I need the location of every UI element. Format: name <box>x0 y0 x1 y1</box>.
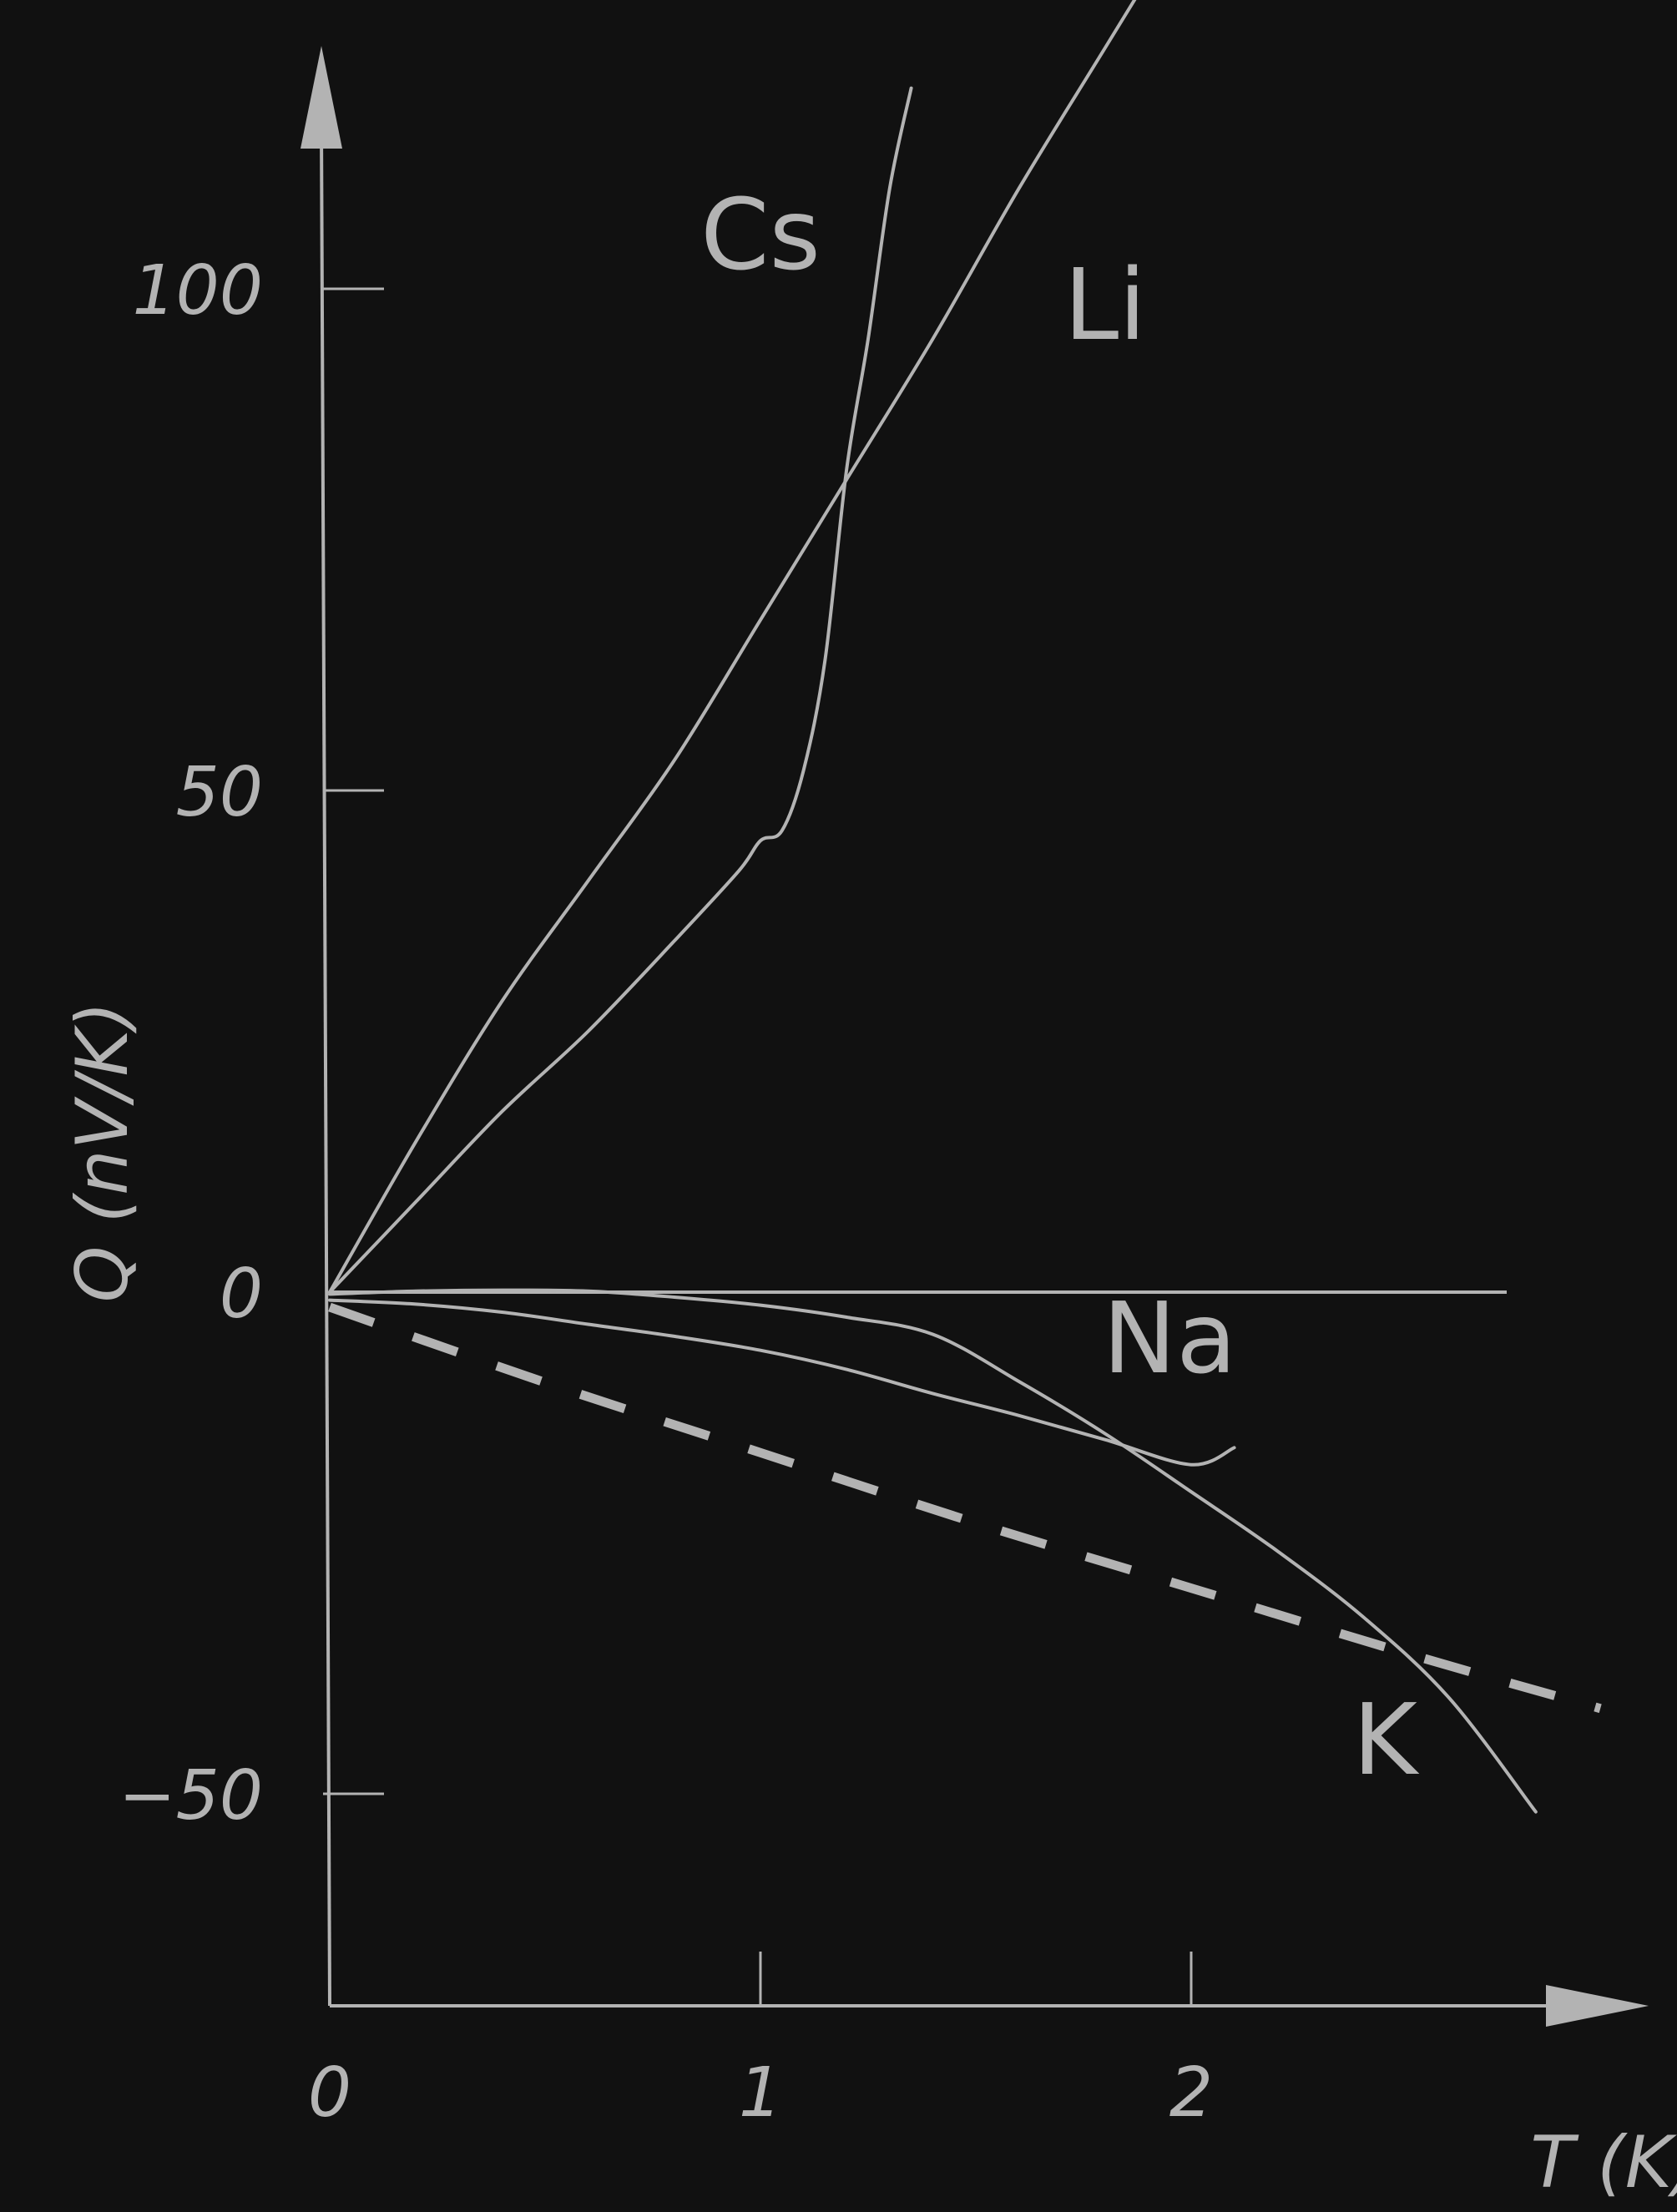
x-tick-label: 0 <box>308 2053 351 2133</box>
x-axis-label: T (K) <box>1530 2121 1677 2204</box>
series-line-cs <box>328 86 913 1294</box>
series-line-li <box>328 0 1137 1294</box>
y-axis-label: Q (nV/K) <box>61 1002 144 1303</box>
x-tick-label: 2 <box>1169 2053 1213 2133</box>
series-line-na <box>328 1298 1236 1467</box>
series-line-k <box>328 1288 1538 1814</box>
y-tick-label: −50 <box>119 1756 263 1836</box>
x-tick-label: 1 <box>739 2053 782 2133</box>
ticks: 100 50 0 −50 0 1 2 <box>119 251 1213 2133</box>
series-label: K <box>1353 1682 1420 1797</box>
series-layer <box>328 0 1602 1814</box>
series-label: Cs <box>700 177 821 292</box>
y-tick-label: 0 <box>220 1255 263 1334</box>
series-line-dashed <box>328 1302 1602 1714</box>
y-tick-label: 50 <box>176 753 263 832</box>
x-axis-arrow-icon <box>1546 1985 1649 2027</box>
series-label: Li <box>1064 247 1147 362</box>
axes <box>301 46 1649 2027</box>
y-tick-label: 100 <box>132 251 263 331</box>
y-axis-line <box>320 124 331 2007</box>
series-label: Na <box>1103 1280 1237 1396</box>
y-axis-arrow-icon <box>301 46 342 149</box>
